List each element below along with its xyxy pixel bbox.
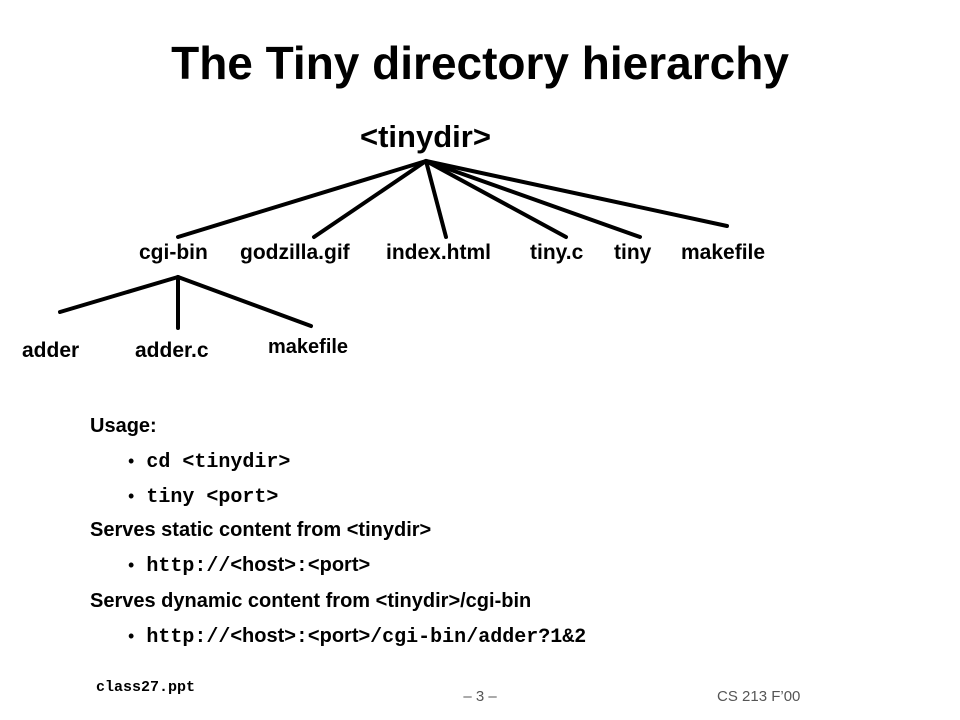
tree-node-cgi-bin: cgi-bin <box>139 241 208 264</box>
command-cd: cd <tinydir> <box>146 451 291 474</box>
edge-root-cgi-bin <box>176 159 428 239</box>
static-url-scheme: http:// <box>146 555 231 578</box>
static-url-colon: : <box>295 555 308 578</box>
dynamic-url-port: <port> <box>307 625 371 647</box>
footer-page-number: – 3 – <box>463 688 497 705</box>
dynamic-url-host: <host> <box>230 625 296 647</box>
tree-root-tinydir: <tinydir> <box>360 119 491 154</box>
edge-root-index <box>424 159 448 239</box>
tree-leaf-adder: adder <box>22 339 80 362</box>
static-heading: Serves static content from <tinydir> <box>90 519 432 541</box>
tree-node-godzilla-gif: godzilla.gif <box>240 241 350 264</box>
usage-heading: Usage: <box>90 415 157 437</box>
bullet-icon: • <box>128 555 135 575</box>
tree-node-tiny: tiny <box>614 241 652 264</box>
slide-title: The Tiny directory hierarchy <box>171 37 789 89</box>
dynamic-url-item: • http://<host>:<port>/cgi-bin/adder?1&2 <box>128 625 586 649</box>
static-url-port: <port> <box>307 554 371 576</box>
edge-root-makefile <box>424 159 729 228</box>
static-url-host: <host> <box>230 554 296 576</box>
tree-leaf-adder-c: adder.c <box>135 339 209 362</box>
usage-item-tiny: • tiny <port> <box>128 485 278 509</box>
footer-filename: class27.ppt <box>96 679 196 696</box>
edge-cgi-makefile <box>176 275 313 328</box>
dynamic-heading: Serves dynamic content from <tinydir>/cg… <box>90 590 532 612</box>
command-tiny: tiny <port> <box>146 486 279 509</box>
static-url-item: • http://<host>:<port> <box>128 554 370 578</box>
usage-item-cd: • cd <tinydir> <box>128 450 290 474</box>
dynamic-url-path: /cgi-bin/adder?1&2 <box>370 626 587 649</box>
edge-root-godzilla <box>312 159 428 239</box>
edge-root-tiny <box>424 159 642 239</box>
dynamic-url-scheme: http:// <box>146 626 231 649</box>
bullet-icon: • <box>128 626 135 646</box>
dynamic-url-colon: : <box>295 626 308 649</box>
footer-course: CS 213 F’00 <box>717 688 801 705</box>
tree-node-index-html: index.html <box>386 241 492 264</box>
edge-cgi-adder <box>58 275 180 314</box>
tree-node-tiny-c: tiny.c <box>530 241 584 264</box>
tree-node-makefile: makefile <box>681 241 766 264</box>
tree-leaf-makefile: makefile <box>268 336 349 358</box>
edge-root-tiny-c <box>424 159 568 239</box>
bullet-icon: • <box>128 486 135 506</box>
bullet-icon: • <box>128 451 135 471</box>
